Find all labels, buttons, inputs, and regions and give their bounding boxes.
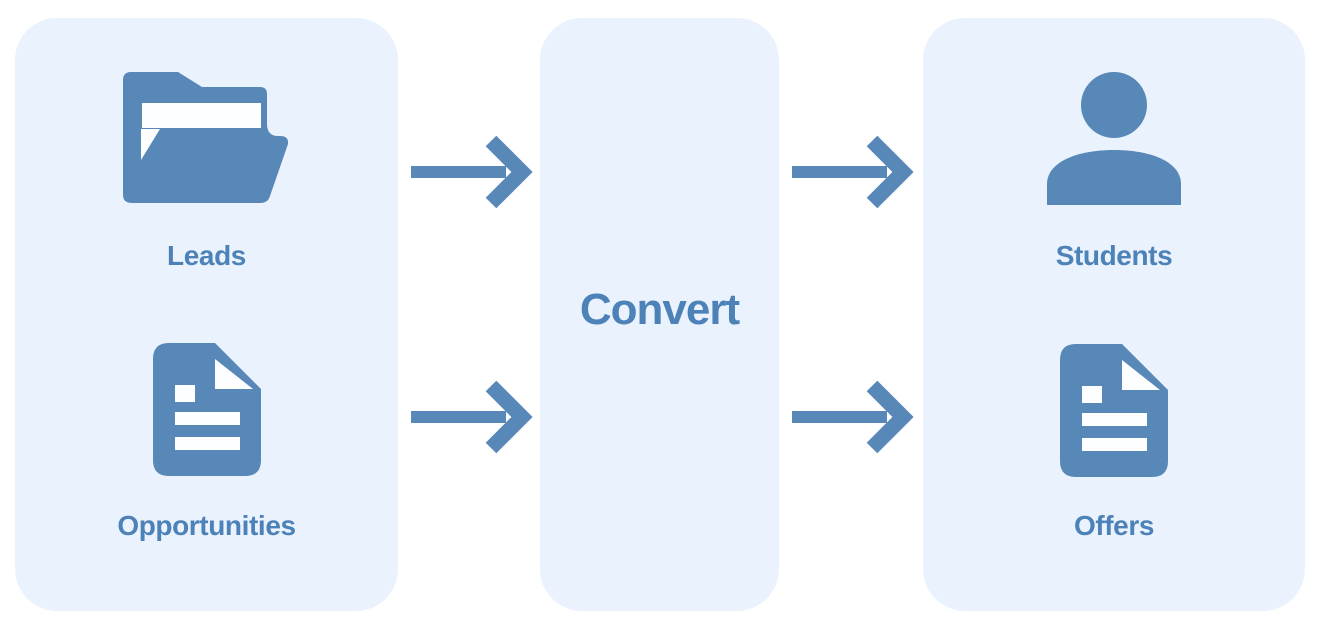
offers-label: Offers — [1073, 510, 1155, 541]
arrow-right-icon — [792, 380, 914, 454]
folder-open-icon — [123, 72, 289, 203]
students-label: Students — [1055, 240, 1173, 271]
arrow-right-icon — [411, 135, 533, 209]
arrow-right-icon — [792, 135, 914, 209]
convert-label: Convert — [579, 285, 740, 334]
document-icon — [1060, 344, 1168, 477]
leads-label: Leads — [167, 240, 246, 271]
panel-convert — [540, 18, 779, 611]
opportunities-label: Opportunities — [117, 510, 296, 541]
arrow-right-icon — [411, 380, 533, 454]
document-icon — [153, 343, 261, 476]
person-icon — [1047, 72, 1181, 205]
